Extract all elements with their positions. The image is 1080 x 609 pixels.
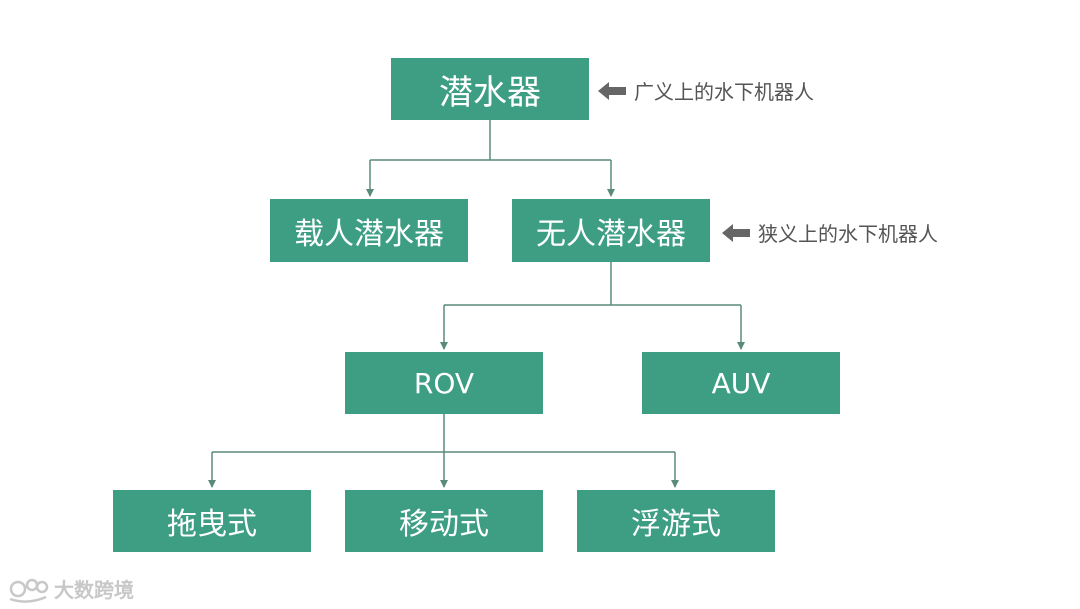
annotation-broad: 广义上的水下机器人: [598, 76, 814, 105]
node-manned: 载人潜水器: [270, 199, 468, 262]
watermark: 大数跨境: [8, 574, 134, 603]
node-auv: AUV: [642, 352, 840, 414]
watermark-text: 大数跨境: [54, 578, 134, 602]
left-arrow-icon: [722, 223, 750, 242]
node-unmanned: 无人潜水器: [512, 199, 710, 262]
connector-rov-to-level3: [208, 414, 679, 488]
connector-unmanned-to-level2: [440, 262, 745, 350]
left-arrow-icon: [598, 81, 626, 100]
connector-root-to-level1: [366, 120, 615, 197]
node-floating: 浮游式: [577, 490, 775, 552]
annotation-narrow: 狭义上的水下机器人: [722, 218, 938, 247]
node-mobile: 移动式: [345, 490, 543, 552]
annotation-broad-label: 广义上的水下机器人: [634, 80, 814, 104]
node-towed: 拖曳式: [113, 490, 311, 552]
annotation-narrow-label: 狭义上的水下机器人: [758, 222, 938, 246]
watermark-logo-icon: [9, 578, 49, 603]
node-rov: ROV: [345, 352, 543, 414]
node-submersible: 潜水器: [391, 58, 589, 120]
